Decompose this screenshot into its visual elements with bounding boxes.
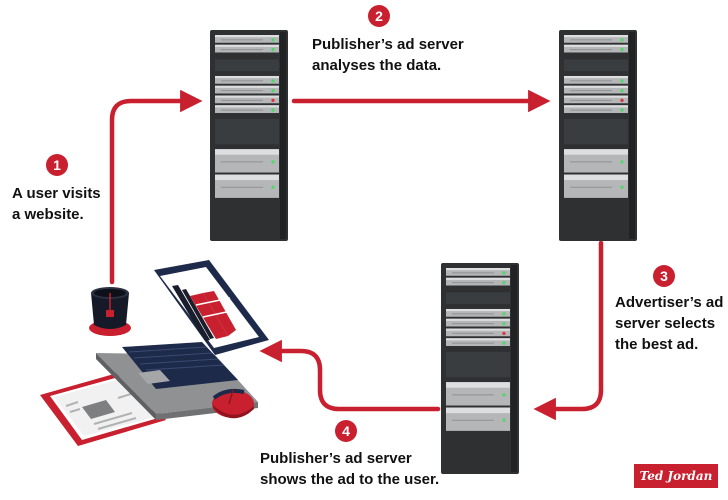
step-3-label: Advertiser’s ad server selects the best … — [615, 292, 723, 355]
step-2-label: Publisher’s ad server analyses the data. — [312, 34, 464, 76]
step-3-line-3: the best ad. — [615, 336, 699, 353]
step-4-line-2: shows the ad to the user. — [260, 471, 440, 488]
advertiser-ad-server-icon — [559, 30, 637, 241]
ted-jordan-logo: Ted Jordan — [634, 464, 718, 488]
arrow-advertiser-to-publisher — [533, 240, 604, 421]
step-4-line-1: Publisher’s ad server — [260, 450, 412, 467]
publisher-ad-server-delivery-icon — [441, 263, 519, 474]
arrow-user-to-publisher — [109, 89, 203, 285]
step-1-line-2: a website. — [12, 206, 84, 223]
step-2-badge: 2 — [368, 5, 390, 27]
arrow-publisher-to-user — [259, 339, 441, 412]
step-4-badge: 4 — [335, 420, 357, 442]
step-2-line-2: analyses the data. — [312, 57, 442, 74]
step-3-badge: 3 — [653, 265, 675, 287]
mouse-icon — [212, 388, 254, 419]
step-3-line-2: server selects — [615, 315, 716, 332]
coffee-cup-icon — [89, 287, 131, 336]
publisher-ad-server-icon — [210, 30, 288, 241]
step-3-line-1: Advertiser’s ad — [615, 294, 724, 311]
step-1-line-1: A user visits — [12, 185, 101, 202]
step-4-label: Publisher’s ad server shows the ad to th… — [260, 448, 439, 490]
step-1-label: A user visits a website. — [12, 183, 101, 225]
step-2-line-1: Publisher’s ad server — [312, 36, 464, 53]
step-1-badge: 1 — [46, 154, 68, 176]
